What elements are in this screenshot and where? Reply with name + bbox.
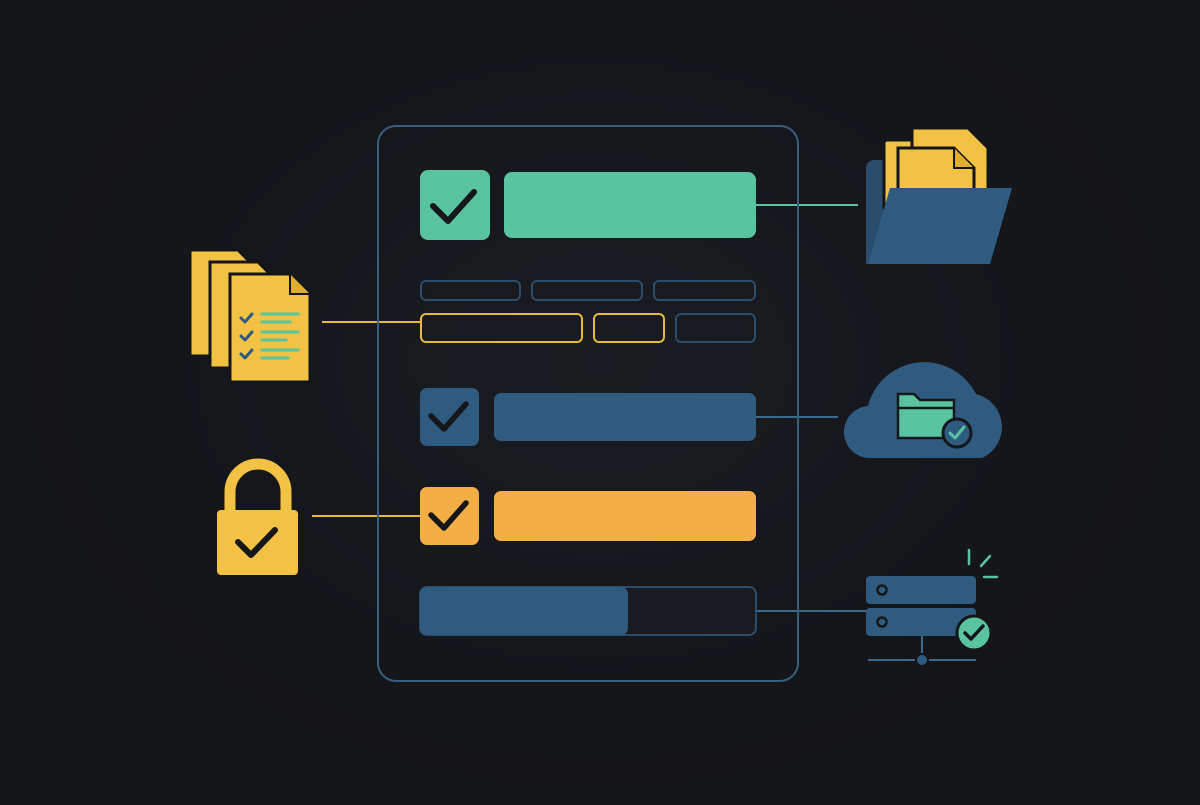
- bar-blue: [494, 393, 756, 441]
- checkbox-green[interactable]: [420, 170, 490, 240]
- padlock-check-icon: [217, 458, 298, 575]
- field-cell[interactable]: [675, 313, 756, 343]
- field-grid-row: [420, 280, 756, 301]
- checklist-row-blue: [420, 388, 756, 446]
- progress-fill: [420, 587, 628, 635]
- server-check-icon: [866, 548, 999, 667]
- progress-row: [419, 586, 757, 636]
- bar-orange: [494, 491, 756, 541]
- cloud-folder-check-icon: [843, 362, 1002, 459]
- check-icon: [428, 401, 469, 432]
- field-cell[interactable]: [420, 280, 521, 301]
- field-cell-highlighted[interactable]: [593, 313, 665, 343]
- checklist-row-green: [420, 170, 756, 240]
- check-icon: [430, 189, 477, 224]
- folder-with-files-icon: [866, 126, 1012, 264]
- field-cell[interactable]: [531, 280, 643, 301]
- checklist-panel: [377, 125, 799, 682]
- field-grid-row-highlighted: [420, 313, 756, 343]
- field-cell-highlighted[interactable]: [420, 313, 583, 343]
- check-icon: [428, 500, 469, 531]
- bar-green: [504, 172, 756, 238]
- document-stack-checklist-icon: [188, 248, 312, 384]
- checklist-row-orange: [420, 487, 756, 545]
- field-cell[interactable]: [653, 280, 756, 301]
